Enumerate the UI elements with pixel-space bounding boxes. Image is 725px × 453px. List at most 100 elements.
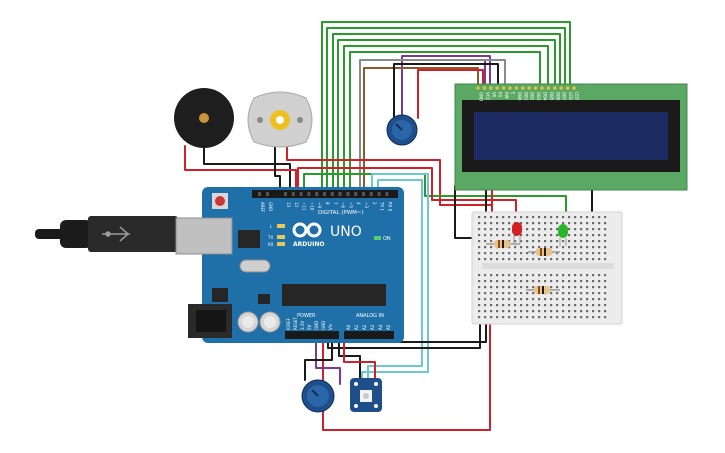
breadboard-hole[interactable]	[562, 216, 565, 219]
breadboard-hole[interactable]	[568, 304, 571, 307]
breadboard-hole[interactable]	[574, 280, 577, 283]
breadboard-hole[interactable]	[508, 286, 511, 289]
lcd-pin[interactable]	[540, 86, 544, 90]
breadboard-hole[interactable]	[496, 252, 499, 255]
breadboard-hole[interactable]	[568, 240, 571, 243]
breadboard-hole[interactable]	[598, 310, 601, 313]
breadboard-hole[interactable]	[496, 298, 499, 301]
breadboard-hole[interactable]	[586, 280, 589, 283]
wire-brown-1[interactable]	[363, 67, 479, 193]
breadboard-hole[interactable]	[550, 280, 553, 283]
breadboard-hole[interactable]	[562, 246, 565, 249]
breadboard-hole[interactable]	[514, 216, 517, 219]
breadboard-hole[interactable]	[484, 310, 487, 313]
breadboard-hole[interactable]	[520, 280, 523, 283]
breadboard-hole[interactable]	[502, 316, 505, 319]
breadboard-hole[interactable]	[490, 216, 493, 219]
breadboard-hole[interactable]	[478, 222, 481, 225]
breadboard-hole[interactable]	[508, 216, 511, 219]
wire-purple-1[interactable]	[401, 55, 491, 126]
breadboard-hole[interactable]	[484, 252, 487, 255]
breadboard-hole[interactable]	[496, 228, 499, 231]
breadboard-hole[interactable]	[526, 222, 529, 225]
breadboard-hole[interactable]	[550, 216, 553, 219]
breadboard-hole[interactable]	[526, 310, 529, 313]
breadboard-hole[interactable]	[526, 304, 529, 307]
breadboard-hole[interactable]	[538, 240, 541, 243]
breadboard-hole[interactable]	[490, 228, 493, 231]
digital-pin-hole[interactable]	[307, 192, 311, 196]
breadboard-hole[interactable]	[556, 258, 559, 261]
breadboard-hole[interactable]	[520, 234, 523, 237]
breadboard-hole[interactable]	[502, 222, 505, 225]
breadboard-hole[interactable]	[508, 222, 511, 225]
lcd-pin[interactable]	[482, 86, 487, 90]
breadboard-hole[interactable]	[526, 292, 529, 295]
breadboard-hole[interactable]	[526, 286, 529, 289]
breadboard-hole[interactable]	[562, 316, 565, 319]
green-led[interactable]	[558, 224, 568, 246]
breadboard-hole[interactable]	[484, 274, 487, 277]
breadboard-hole[interactable]	[580, 274, 583, 277]
breadboard-hole[interactable]	[532, 246, 535, 249]
breadboard-hole[interactable]	[598, 258, 601, 261]
breadboard-hole[interactable]	[520, 286, 523, 289]
breadboard-hole[interactable]	[478, 240, 481, 243]
breadboard-hole[interactable]	[532, 316, 535, 319]
resistor-2[interactable]	[528, 248, 560, 256]
breadboard-hole[interactable]	[544, 222, 547, 225]
breadboard-hole[interactable]	[580, 246, 583, 249]
breadboard-hole[interactable]	[484, 292, 487, 295]
breadboard-hole[interactable]	[526, 246, 529, 249]
breadboard-hole[interactable]	[538, 246, 541, 249]
breadboard-hole[interactable]	[574, 222, 577, 225]
digital-pin-hole[interactable]	[315, 192, 319, 196]
breadboard-hole[interactable]	[520, 216, 523, 219]
wire-green-3[interactable]	[332, 33, 561, 193]
aref-pin-hole[interactable]	[258, 192, 261, 196]
breadboard-hole[interactable]	[490, 304, 493, 307]
breadboard-hole[interactable]	[604, 216, 607, 219]
lcd-pin[interactable]	[476, 86, 480, 90]
breadboard-hole[interactable]	[490, 246, 493, 249]
breadboard-hole[interactable]	[502, 216, 505, 219]
breadboard-hole[interactable]	[556, 246, 559, 249]
breadboard-hole[interactable]	[520, 274, 523, 277]
breadboard-hole[interactable]	[496, 234, 499, 237]
breadboard-hole[interactable]	[568, 228, 571, 231]
breadboard-hole[interactable]	[556, 304, 559, 307]
lcd-pin[interactable]	[553, 86, 557, 90]
wire-green-4[interactable]	[337, 39, 556, 193]
breadboard-hole[interactable]	[604, 228, 607, 231]
breadboard-hole[interactable]	[484, 280, 487, 283]
wire-black-pot2[interactable]	[338, 337, 361, 379]
breadboard-hole[interactable]	[502, 228, 505, 231]
breadboard-hole[interactable]	[538, 258, 541, 261]
digital-pin-hole[interactable]	[369, 192, 373, 196]
breadboard-hole[interactable]	[562, 240, 565, 243]
breadboard-hole[interactable]	[580, 216, 583, 219]
breadboard-hole[interactable]	[562, 222, 565, 225]
breadboard-hole[interactable]	[592, 252, 595, 255]
breadboard-hole[interactable]	[574, 246, 577, 249]
breadboard-hole[interactable]	[508, 304, 511, 307]
lcd-pin[interactable]	[572, 86, 576, 90]
breadboard-hole[interactable]	[496, 292, 499, 295]
digital-pin-hole[interactable]	[330, 192, 334, 196]
breadboard-hole[interactable]	[544, 274, 547, 277]
breadboard-hole[interactable]	[574, 240, 577, 243]
breadboard-hole[interactable]	[532, 310, 535, 313]
breadboard-hole[interactable]	[592, 316, 595, 319]
breadboard-hole[interactable]	[598, 246, 601, 249]
breadboard-hole[interactable]	[532, 222, 535, 225]
breadboard-hole[interactable]	[580, 292, 583, 295]
breadboard-hole[interactable]	[556, 274, 559, 277]
breadboard-hole[interactable]	[538, 316, 541, 319]
breadboard-hole[interactable]	[484, 304, 487, 307]
breadboard-hole[interactable]	[550, 310, 553, 313]
breadboard-hole[interactable]	[490, 240, 493, 243]
breadboard-hole[interactable]	[586, 286, 589, 289]
breadboard-hole[interactable]	[484, 222, 487, 225]
breadboard-hole[interactable]	[586, 258, 589, 261]
